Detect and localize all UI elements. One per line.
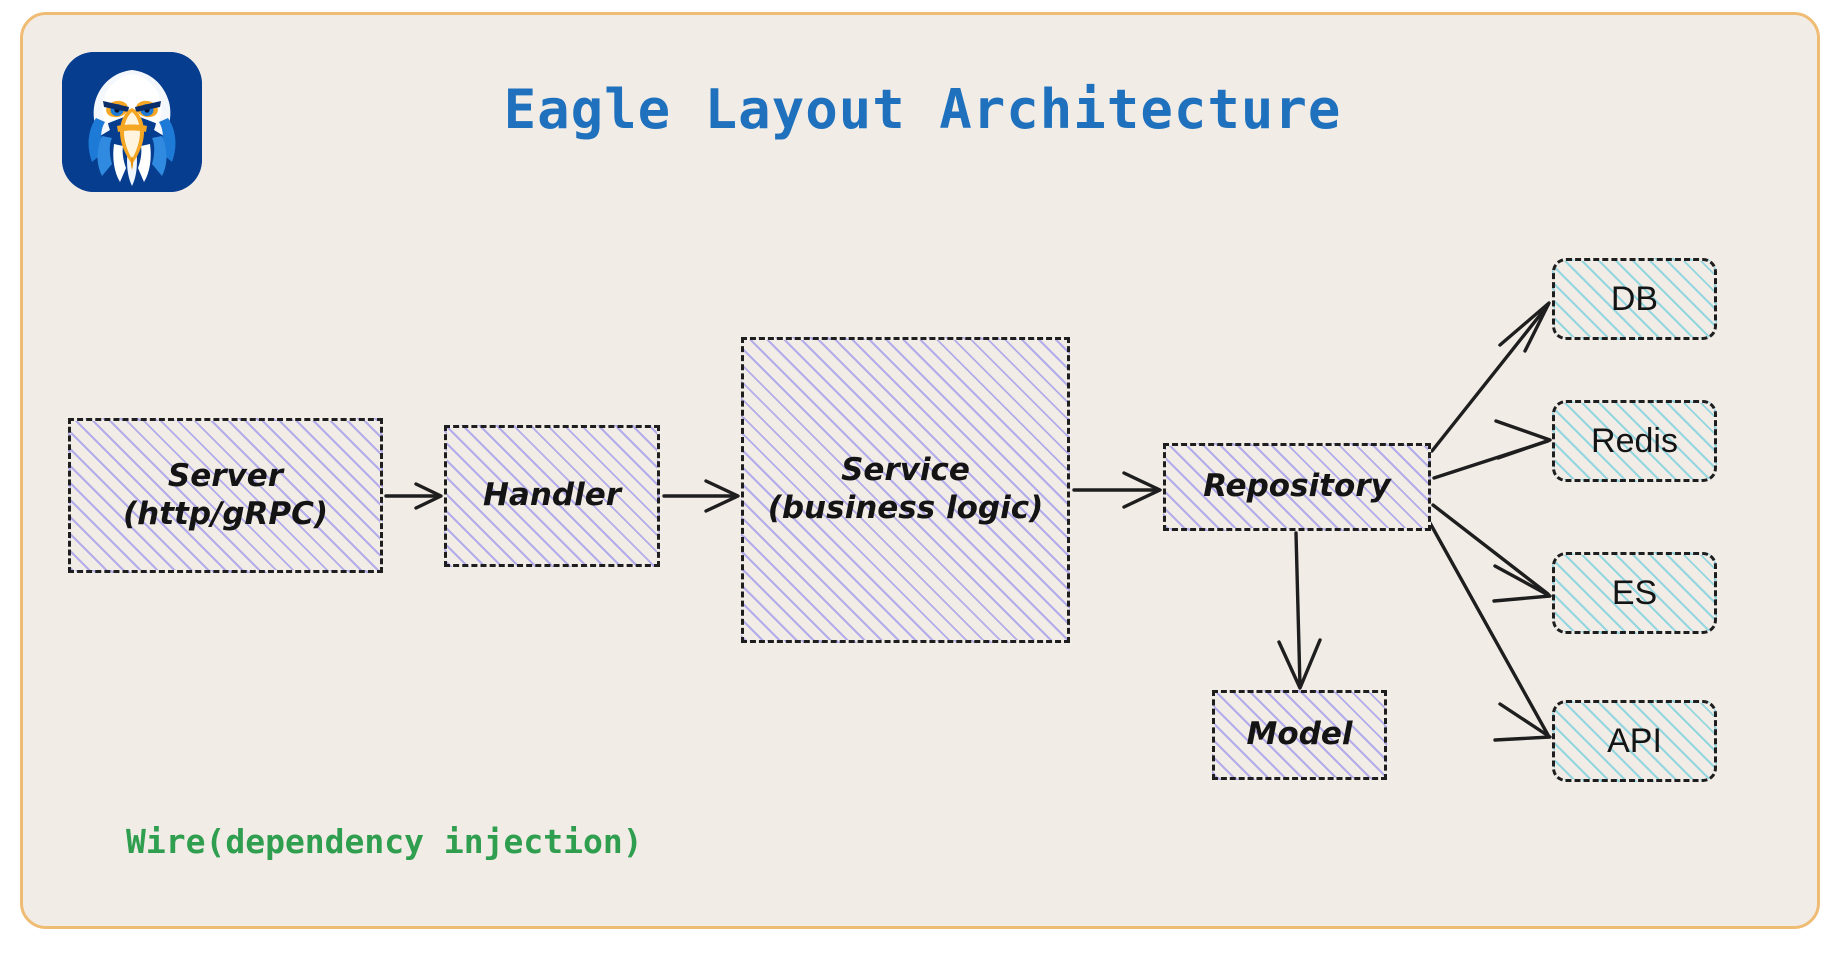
node-es[interactable]: ES <box>1552 552 1717 634</box>
node-service[interactable]: Service (business logic) <box>741 337 1070 643</box>
page-title: Eagle Layout Architecture <box>503 78 1342 141</box>
node-repository-label: Repository <box>1203 468 1391 505</box>
node-db-label: DB <box>1610 279 1659 318</box>
node-repository[interactable]: Repository <box>1163 443 1431 531</box>
node-service-label: Service (business logic) <box>767 452 1044 526</box>
node-model[interactable]: Model <box>1212 690 1387 780</box>
wire-dependency-injection-label: Wire(dependency injection) <box>126 822 643 861</box>
node-db[interactable]: DB <box>1552 258 1717 340</box>
node-model-label: Model <box>1246 716 1353 753</box>
node-handler[interactable]: Handler <box>444 425 660 567</box>
node-redis[interactable]: Redis <box>1552 400 1717 482</box>
node-handler-label: Handler <box>482 477 622 514</box>
node-redis-label: Redis <box>1591 421 1678 460</box>
node-server[interactable]: Server (http/gRPC) <box>68 418 383 573</box>
node-server-label: Server (http/gRPC) <box>122 457 329 532</box>
node-es-label: ES <box>1611 573 1658 612</box>
node-api-label: API <box>1607 721 1662 760</box>
node-api[interactable]: API <box>1552 700 1717 782</box>
eagle-logo <box>62 52 202 192</box>
